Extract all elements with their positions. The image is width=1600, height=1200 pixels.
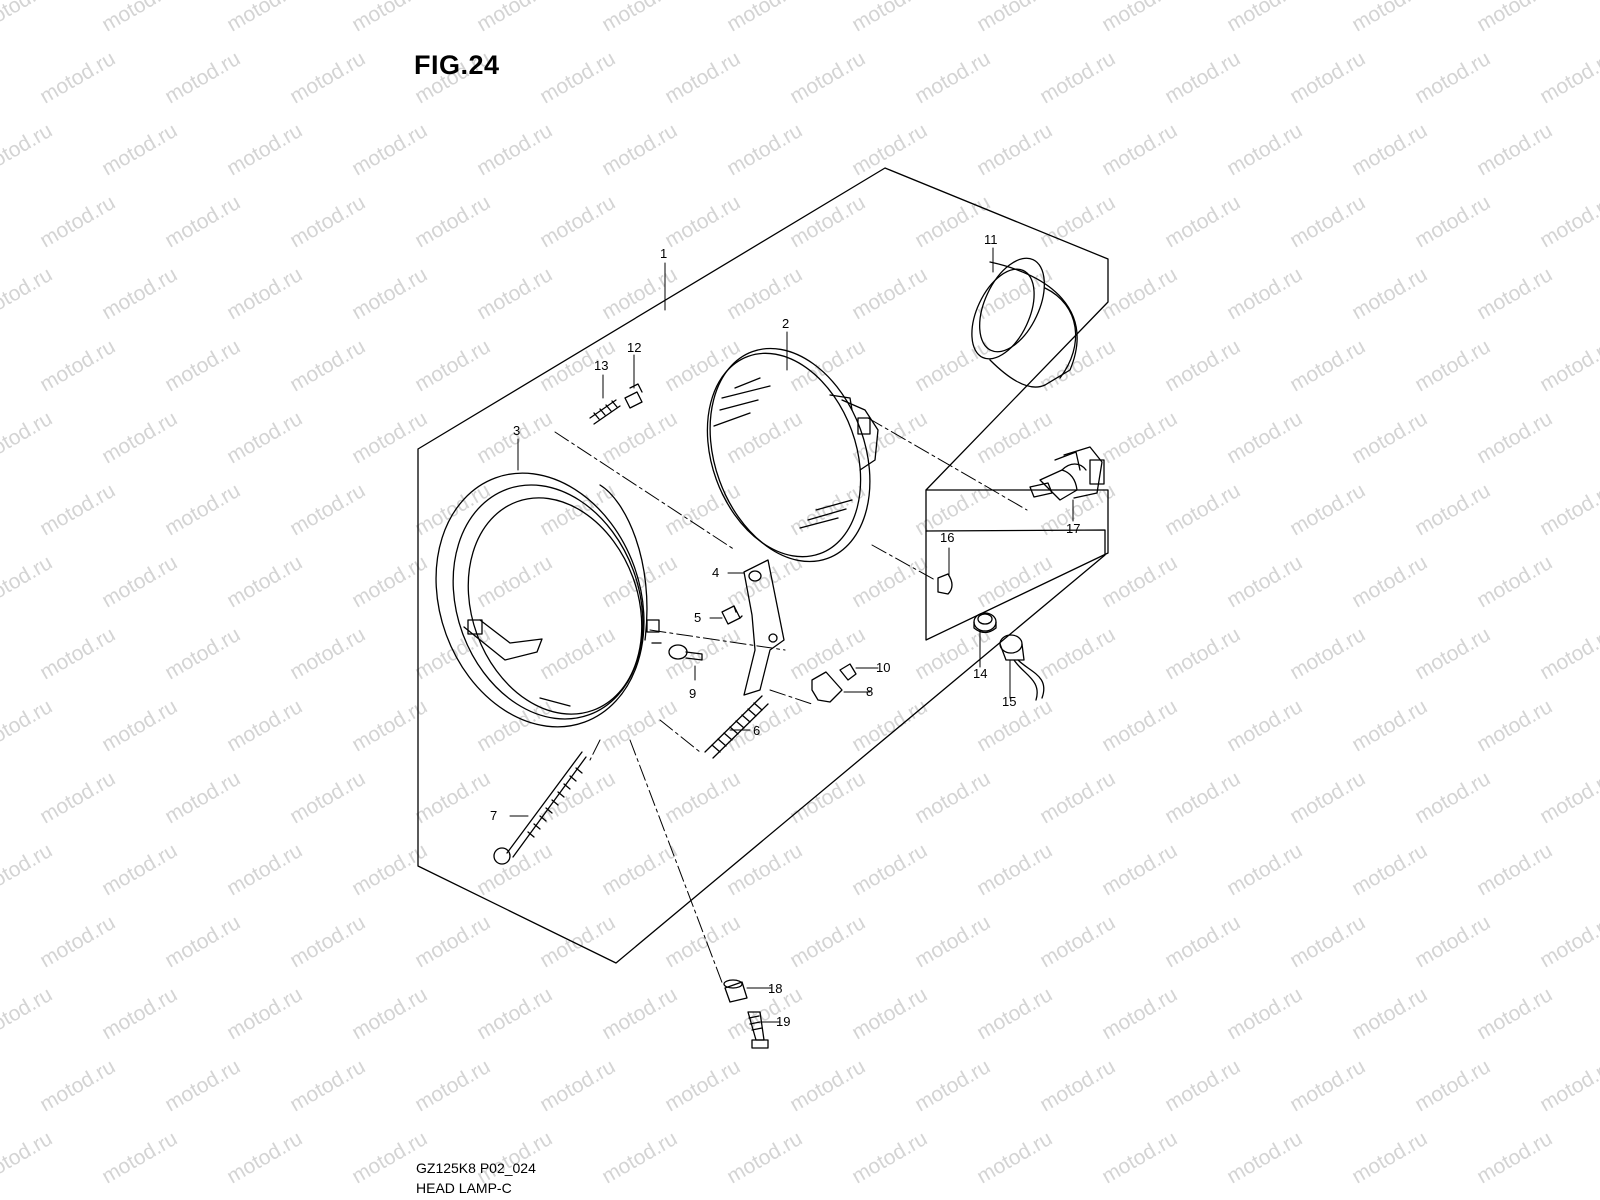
callout-11: 11	[984, 232, 998, 247]
part-8-nut-block	[811, 671, 843, 703]
part-9-screw	[668, 644, 703, 661]
part-16-small-bulb	[937, 573, 953, 595]
part-19-bolt	[747, 1011, 769, 1049]
part-2-lens-unit	[706, 347, 879, 563]
model-code: GZ125K8 P02_024	[416, 1160, 536, 1176]
callout-8: 8	[866, 684, 873, 699]
callout-5: 5	[694, 610, 701, 625]
callout-leaders	[509, 247, 1074, 1023]
callout-4: 4	[712, 565, 719, 580]
part-15-socket-wire	[999, 634, 1045, 701]
callout-numbers: 1 2 3 4 5 6 7 8 9 10 11 12 13 14 15 16 1…	[490, 232, 1080, 1029]
part-14-socket-cap	[973, 612, 997, 634]
part-4-bracket	[743, 559, 785, 696]
part-11-boot-cover	[971, 257, 1078, 388]
callout-18: 18	[768, 981, 782, 996]
callout-2: 2	[782, 316, 789, 331]
callout-16: 16	[940, 530, 954, 545]
part-18-collar	[723, 979, 748, 1003]
assembly-outline	[417, 167, 1109, 964]
callout-14: 14	[973, 666, 987, 681]
callout-12: 12	[627, 340, 641, 355]
watermark-text: motod.ru	[1598, 0, 1600, 36]
part-6-spring	[704, 695, 769, 759]
part-5-nut	[721, 605, 743, 625]
callout-3: 3	[513, 423, 520, 438]
callout-9: 9	[689, 686, 696, 701]
part-7-long-screw	[493, 751, 587, 865]
part-13-spring	[589, 399, 621, 425]
part-3-rim	[435, 472, 662, 728]
part-12-screw	[624, 383, 643, 409]
alignment-lines	[554, 417, 1028, 986]
part-17-bulb	[1029, 446, 1105, 501]
callout-19: 19	[776, 1014, 790, 1029]
callout-6: 6	[753, 723, 760, 738]
callout-13: 13	[594, 358, 608, 373]
callout-10: 10	[876, 660, 890, 675]
figure-caption: HEAD LAMP-C	[416, 1180, 512, 1196]
callout-17: 17	[1066, 521, 1080, 536]
callout-15: 15	[1002, 694, 1016, 709]
part-10-collar	[839, 663, 857, 681]
callout-7: 7	[490, 808, 497, 823]
inner-panel	[925, 489, 1109, 641]
figure-title: FIG.24	[414, 50, 500, 80]
callout-1: 1	[660, 246, 667, 261]
